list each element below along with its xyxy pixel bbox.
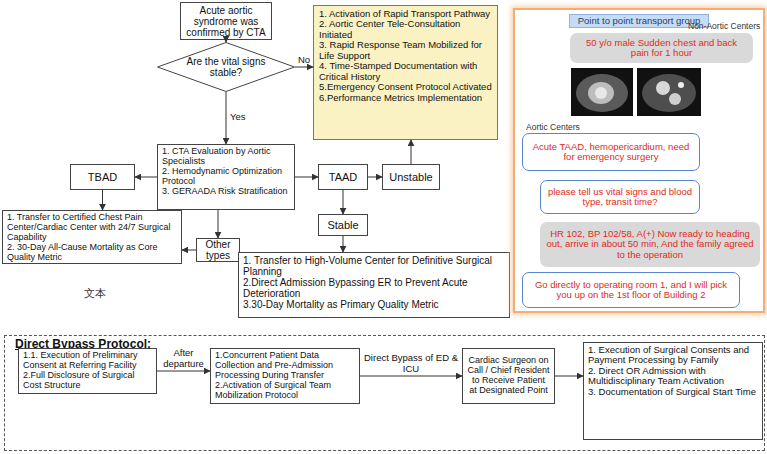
node-text: 2. Hemodynamic Optimization Protocol	[162, 167, 290, 187]
node-text: 1.Concurrent Patient Data Collection and…	[215, 351, 355, 381]
node-text: 3.30-Day Mortality as Primary Quality Me…	[243, 299, 505, 310]
node-text: 1. Execution of Surgical Consents and Pa…	[588, 345, 758, 366]
process-box: 1.1. Execution of Preliminary Consent at…	[18, 348, 157, 394]
decision-diamond: Are the vital signs stable?	[157, 42, 295, 92]
type-box: TBAD	[70, 164, 135, 190]
ct-aorta	[656, 81, 670, 95]
action-box: 1. Activation of Rapid Transport Pathway…	[313, 5, 498, 140]
node-text: 1. CTA Evaluation by Aortic Specialists	[162, 147, 290, 167]
chat-bubble: 50 y/o male Sudden chest and back pain f…	[570, 33, 753, 63]
connector	[368, 177, 382, 178]
chat-panel: Point to point transport group50 y/o mal…	[513, 8, 765, 313]
connector	[295, 177, 318, 178]
node-text: Cardiac Surgeon on Call / Chief Resident…	[467, 356, 550, 396]
ct-aorta	[669, 93, 681, 105]
status-box: Stable	[318, 214, 368, 236]
node-text: 4. Time-Stamped Documentation with Criti…	[319, 61, 492, 82]
chat-bubble: Go directly to operating room 1, and I w…	[522, 272, 740, 308]
node-text: 2.Full Disclosure of Surgical Cost Struc…	[23, 371, 152, 391]
diamond-text: Are the vital signs stable?	[185, 56, 268, 78]
status-box: Unstable	[382, 164, 440, 190]
node-text: 1. Transfer to Certified Chest Pain Cent…	[7, 213, 177, 243]
edge-label: No	[292, 55, 316, 65]
edge-label: Direct Bypass of ED & ICU	[362, 353, 460, 374]
process-box: 1. Transfer to Certified Chest Pain Cent…	[2, 210, 182, 264]
connector	[182, 250, 196, 251]
type-box: TAAD	[318, 164, 368, 190]
node-text: 2. Aortic Center Tele-Consultation Initi…	[319, 19, 492, 40]
node-text: 2. 30-Day All-Cause Mortality as Core Qu…	[7, 243, 177, 263]
connector	[343, 236, 344, 252]
free-label: Non-Aortic Centers	[688, 22, 760, 31]
ct-body	[642, 74, 696, 112]
process-box: 1. Execution of Surgical Consents and Pa…	[583, 342, 763, 440]
node-text: 50 y/o male Sudden chest and back pain f…	[576, 38, 747, 59]
connector	[295, 67, 313, 68]
process-box: 1. CTA Evaluation by Aortic Specialists2…	[157, 144, 295, 210]
node-text: 1. Transfer to High-Volume Center for De…	[243, 255, 505, 277]
node-text: HR 102, BP 102/58, A(+) Now ready to hea…	[546, 229, 754, 260]
ct-aorta	[595, 87, 607, 99]
edge-label: Yes	[230, 112, 246, 122]
process-box: 1.Concurrent Patient Data Collection and…	[210, 348, 360, 404]
free-label: 文本	[84, 287, 106, 299]
process-box: Cardiac Surgeon on Call / Chief Resident…	[462, 348, 555, 404]
node-text: Stable	[327, 219, 358, 231]
connector	[226, 92, 227, 144]
node-text: Go directly to operating room 1, and I w…	[529, 280, 733, 301]
ct-image	[571, 68, 701, 116]
node-text: 1. Activation of Rapid Transport Pathway	[319, 9, 492, 19]
process-box: 1. Transfer to High-Volume Center for De…	[238, 252, 510, 318]
node-text: Acute aortic syndrome was confirmed by C…	[185, 5, 267, 38]
edge-label: After departure	[159, 348, 208, 369]
node-text: 1.1. Execution of Preliminary Consent at…	[23, 351, 152, 371]
connector	[135, 177, 157, 178]
node-text: 3. GERAADA Risk Stratification	[162, 187, 290, 197]
node-text: 2.Direct Admission Bypassing ER to Preve…	[243, 277, 505, 299]
connector	[218, 210, 219, 238]
node-text: TAAD	[329, 171, 358, 183]
connector	[102, 190, 103, 210]
chat-bubble: Acute TAAD, hemopericardium, need for em…	[522, 133, 700, 171]
free-label: Aortic Centers	[526, 123, 580, 132]
node-text: 5.Emergency Consent Protocol Activated	[319, 82, 492, 92]
ct-vessel	[678, 82, 684, 88]
node-text: 6.Performance Metrics Implementation	[319, 93, 492, 103]
diamond-shape	[158, 43, 295, 92]
node-text: 2.Activation of Surgical Team Mobilizati…	[215, 381, 355, 401]
ct-body	[576, 74, 628, 112]
chat-bubble: please tell us vital signs and blood typ…	[540, 180, 700, 214]
ct-scan	[571, 68, 633, 116]
node-text: Are the vital signs stable?	[185, 56, 268, 78]
node-text: 2. Direct OR Admission with Multidiscipl…	[588, 366, 758, 387]
node-text: Unstable	[389, 171, 432, 183]
node-text: 3. Documentation of Surgical Start Time	[588, 387, 758, 397]
ct-scan	[637, 68, 701, 116]
node-text: TBAD	[88, 171, 117, 183]
connector	[343, 190, 344, 214]
connector	[411, 140, 412, 164]
type-box: Other types	[196, 238, 240, 262]
node-text: 3. Rapid Response Team Mobilized for Lif…	[319, 40, 492, 61]
node-text: please tell us vital signs and blood typ…	[547, 187, 693, 208]
chat-bubble: HR 102, BP 102/58, A(+) Now ready to hea…	[540, 222, 760, 267]
node-text: Acute TAAD, hemopericardium, need for em…	[529, 142, 693, 163]
connector	[226, 40, 227, 42]
process-box: Acute aortic syndrome was confirmed by C…	[180, 2, 272, 40]
ct-heart	[588, 82, 614, 104]
node-text: Other types	[201, 239, 235, 261]
